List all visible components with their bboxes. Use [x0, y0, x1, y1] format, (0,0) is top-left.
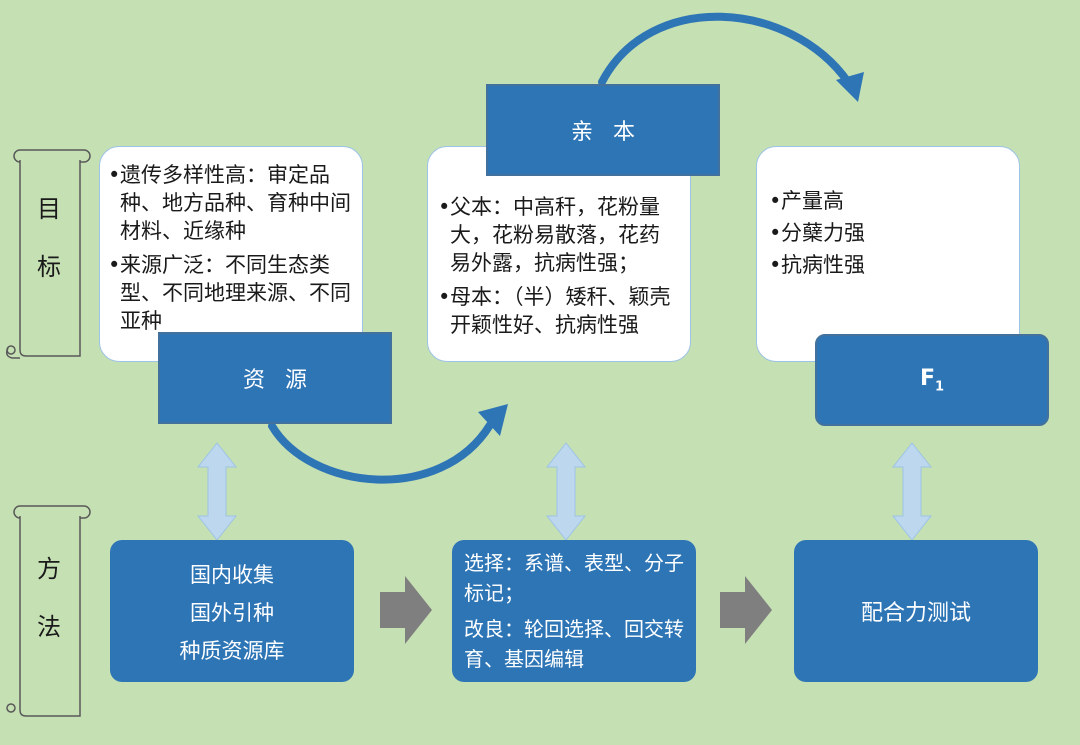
method-scroll-icon [6, 505, 91, 717]
goal-label-char-2: 标 [37, 253, 61, 281]
resource-goal-item: • 来源广泛：不同生态类型、不同地理来源、不同亚种 [108, 253, 351, 333]
f1-goal-item: • 产量高 [769, 189, 844, 213]
f1-goal-item: • 分蘖力强 [769, 221, 865, 245]
parent-stage-label: 亲本 [570, 120, 655, 145]
resource-goal-box: • 遗传多样性高：审定品种、地方品种、育种中间材料、近缘种 • 来源广泛：不同生… [99, 146, 363, 362]
resource-stage-box: 资源 [158, 332, 392, 424]
parent-goal-item: • 父本：中高秆，花粉量大，花粉易散落，花药易外露，抗病性强； [438, 195, 660, 275]
bullet-dot-icon: • [769, 253, 782, 277]
resource-stage-label: 资源 [242, 368, 327, 393]
parent-goal-item: • 母本：（半）矮秆、颖壳开颖性好、抗病性强 [438, 285, 671, 337]
goal-row-label: 目 标 [20, 180, 78, 296]
f1-method-box: 配合力测试 [794, 540, 1038, 682]
method-label-char-2: 法 [37, 613, 61, 641]
bullet-dot-icon: • [108, 163, 121, 187]
bullet-dot-icon: • [108, 253, 121, 277]
parent-method-item: 改良：轮回选择、回交转育、基因编辑 [464, 617, 684, 671]
f1-goal-box: • 产量高 • 分蘖力强 • 抗病性强 [756, 146, 1020, 362]
resource-method-line: 国外引种 [190, 601, 274, 625]
method-label-char-1: 方 [37, 555, 61, 583]
f1-method-label: 配合力测试 [860, 601, 971, 626]
f1-link-double-arrow-icon [891, 442, 933, 541]
process-arrow-1-icon [380, 576, 432, 644]
f1-stage-box: F1 [815, 334, 1049, 426]
resource-goal-item: • 遗传多样性高：审定品种、地方品种、育种中间材料、近缘种 [108, 163, 351, 243]
process-arrow-2-icon [720, 576, 772, 644]
parent-stage-box: 亲本 [486, 84, 720, 176]
f1-goal-item: • 抗病性强 [769, 253, 865, 277]
f1-stage-label: F1 [919, 365, 945, 395]
bullet-dot-icon: • [769, 189, 782, 213]
bullet-dot-icon: • [438, 195, 451, 219]
method-row-label: 方 法 [20, 540, 78, 656]
bullet-dot-icon: • [438, 285, 451, 309]
resource-method-line: 种质资源库 [179, 639, 285, 663]
goal-label-char-1: 目 [37, 195, 61, 223]
parent-method-box: 选择：系谱、表型、分子标记； 改良：轮回选择、回交转育、基因编辑 [452, 540, 696, 682]
parent-to-f1-curved-arrow-icon [598, 12, 864, 102]
goal-scroll-icon [5, 149, 91, 359]
parent-link-double-arrow-icon [545, 442, 587, 541]
resource-link-double-arrow-icon [196, 442, 238, 541]
bullet-dot-icon: • [769, 221, 782, 245]
parent-method-item: 选择：系谱、表型、分子标记； [464, 551, 684, 605]
parent-goal-box: • 父本：中高秆，花粉量大，花粉易散落，花药易外露，抗病性强； • 母本：（半）… [427, 146, 691, 362]
resource-method-line: 国内收集 [190, 563, 274, 587]
resource-to-parent-curved-arrow-icon [268, 404, 508, 484]
resource-method-box: 国内收集 国外引种 种质资源库 [110, 540, 354, 682]
